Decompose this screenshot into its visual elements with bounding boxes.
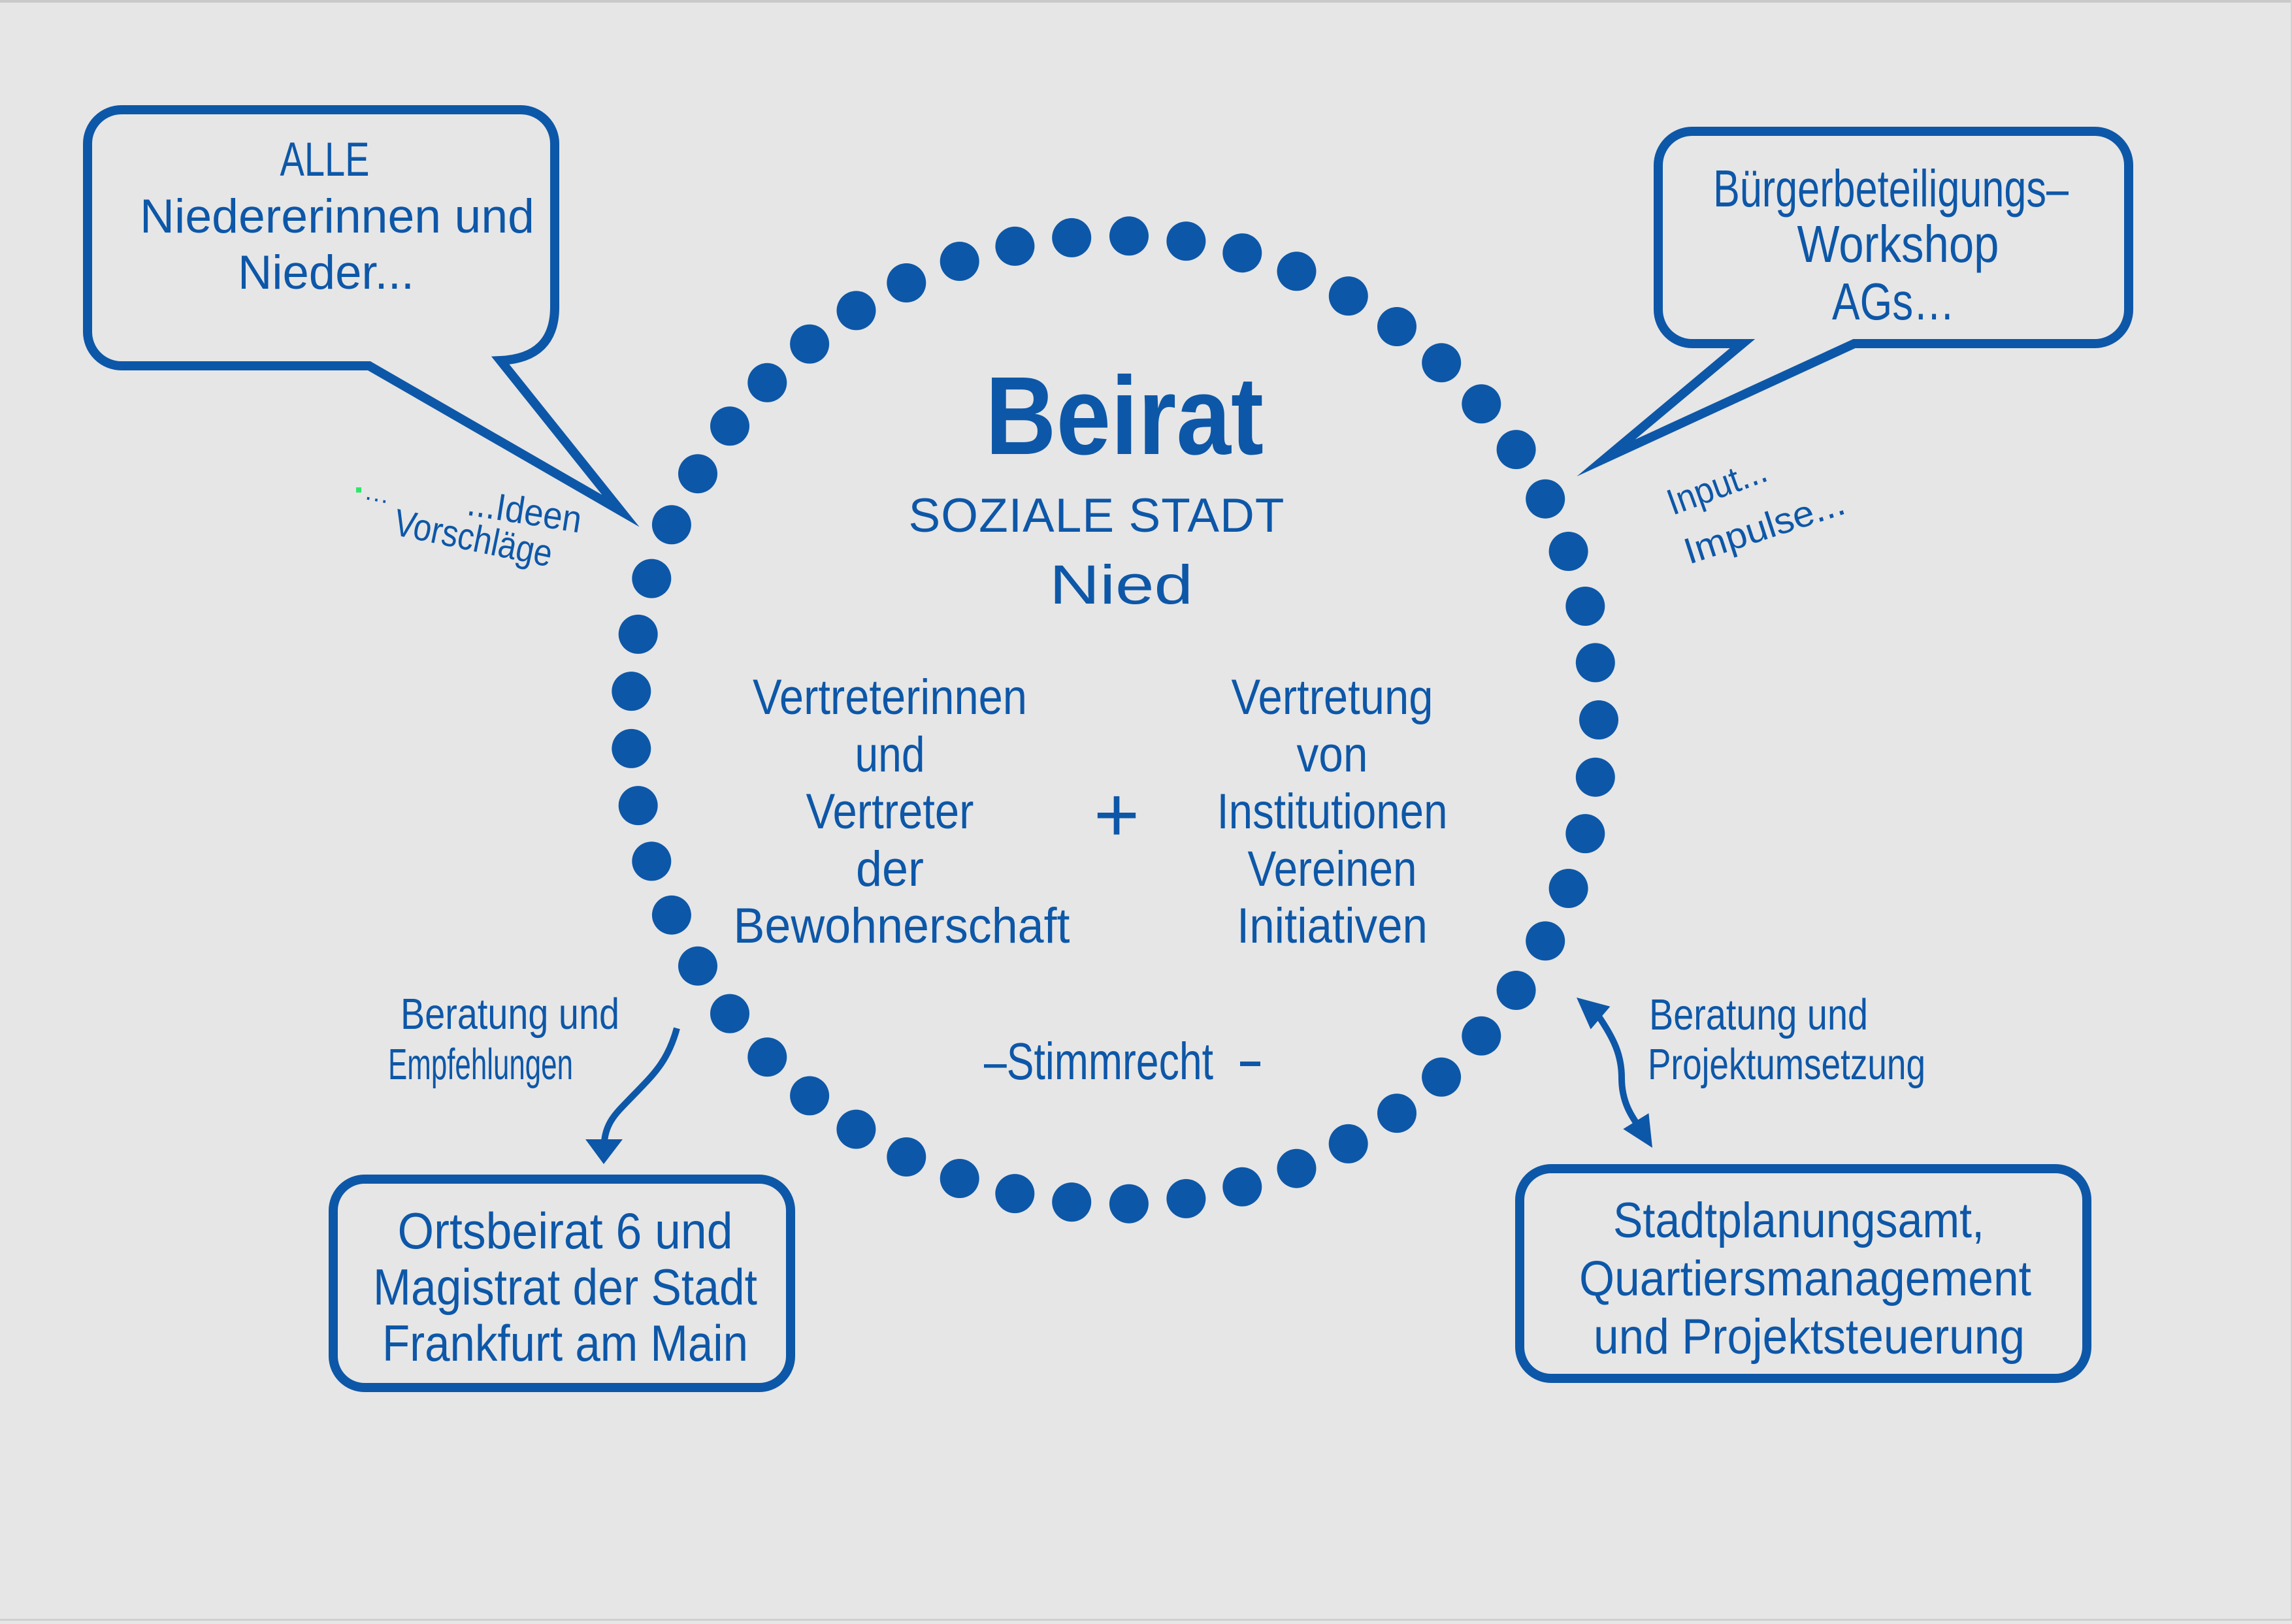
- svg-text:Magistrat der Stadt: Magistrat der Stadt: [373, 1258, 757, 1316]
- svg-text:und Projektsteuerung: und Projektsteuerung: [1594, 1309, 2025, 1365]
- svg-text:...: ...: [363, 478, 393, 510]
- svg-text:Vereinen: Vereinen: [1248, 841, 1417, 897]
- svg-text:ALLE: ALLE: [280, 133, 370, 186]
- svg-text:Vertreter: Vertreter: [806, 784, 974, 839]
- svg-text:–Stimmrecht: –Stimmrecht: [984, 1032, 1213, 1090]
- svg-text:Initiativen: Initiativen: [1237, 898, 1428, 954]
- svg-text:Beratung und: Beratung und: [1649, 990, 1868, 1039]
- svg-text:Empfehlungen: Empfehlungen: [388, 1040, 573, 1089]
- svg-text:Bewohnerschaft: Bewohnerschaft: [734, 898, 1070, 954]
- svg-text:Projektumsetzung: Projektumsetzung: [1648, 1040, 1925, 1089]
- svg-text:Beratung und: Beratung und: [401, 990, 619, 1039]
- svg-text:Frankfurt am Main: Frankfurt am Main: [382, 1314, 748, 1372]
- svg-text:Niedererinnen und: Niedererinnen und: [140, 190, 534, 243]
- svg-text:Bürgerbeteiligungs–: Bürgerbeteiligungs–: [1713, 159, 2069, 218]
- svg-text:Nieder...: Nieder...: [238, 246, 414, 299]
- svg-text:Institutionen: Institutionen: [1217, 784, 1448, 839]
- svg-text:Ortsbeirat 6 und: Ortsbeirat 6 und: [398, 1202, 733, 1259]
- svg-text:Stadtplanungsamt,: Stadtplanungsamt,: [1613, 1193, 1984, 1248]
- svg-text:Vertreterinnen: Vertreterinnen: [753, 670, 1027, 725]
- svg-text:AGs…: AGs…: [1832, 272, 1955, 331]
- svg-text:der: der: [856, 841, 924, 897]
- svg-text:Nied: Nied: [1049, 554, 1193, 615]
- svg-text:und: und: [855, 727, 925, 783]
- svg-text:SOZIALE STADT: SOZIALE STADT: [909, 489, 1285, 542]
- svg-text:Quartiersmanagement: Quartiersmanagement: [1579, 1251, 2031, 1307]
- svg-text:Workshop: Workshop: [1797, 215, 1999, 273]
- svg-text:+: +: [1094, 771, 1139, 858]
- svg-text:Vertretung: Vertretung: [1232, 670, 1433, 725]
- svg-text:Beirat: Beirat: [985, 354, 1264, 478]
- svg-text:von: von: [1297, 727, 1368, 783]
